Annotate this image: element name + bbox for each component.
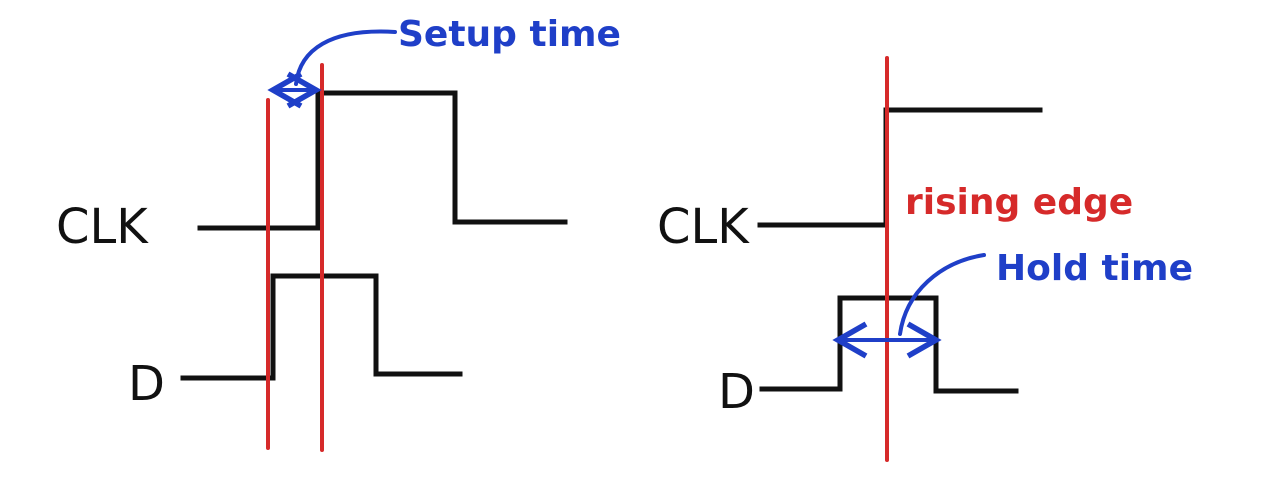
setup-time-leader: [294, 29, 397, 86]
setup-time-diagram: CLK D Setup time: [56, 14, 621, 452]
setup-clk-label: CLK: [56, 199, 149, 255]
setup-time-label: Setup time: [398, 14, 621, 55]
setup-d-label: D: [128, 356, 165, 412]
hold-time-diagram: CLK D rising edge Hold time: [657, 56, 1193, 462]
hold-clk-label: CLK: [657, 199, 750, 255]
hold-d-label: D: [718, 364, 755, 420]
setup-clk-waveform: [197, 90, 568, 231]
hold-time-leader: [898, 253, 986, 336]
hold-time-label: Hold time: [996, 248, 1193, 289]
setup-d-waveform: [180, 273, 463, 381]
rising-edge-label: rising edge: [905, 182, 1133, 223]
